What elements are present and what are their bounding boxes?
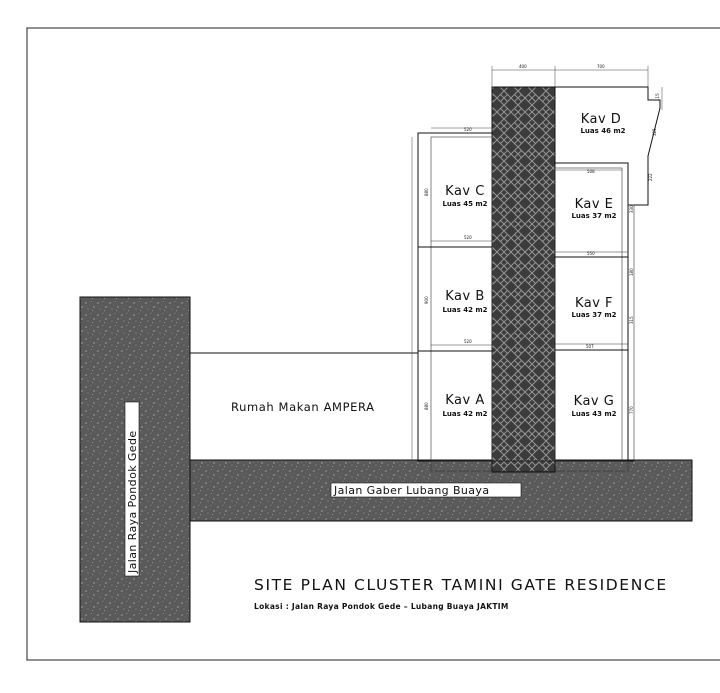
lot-g-name: Kav G [574,394,615,409]
neighbor-label: Rumah Makan AMPERA [231,400,375,414]
dim-g-top: 507 [586,344,594,349]
lot-g-area: Luas 43 m2 [571,410,616,418]
lots-right-column [554,86,661,462]
road-side-label: Jalan Gaber Lubang Buaya [333,484,489,497]
lot-b-name: Kav B [445,289,485,304]
front-setback [430,460,629,472]
lot-a-area: Luas 42 m2 [442,410,487,418]
dim-c-width: 520 [464,127,472,132]
page-title: SITE PLAN CLUSTER TAMINI GATE RESIDENCE [254,576,668,594]
dim-c-bottom: 520 [464,235,472,240]
dim-f-side-1: 180 [629,268,634,276]
lot-e-area: Luas 37 m2 [571,212,616,220]
dim-f-top: 550 [587,251,595,256]
road-main-label-bg [124,401,140,577]
dim-walkway-width: 400 [519,64,527,69]
lot-f-name: Kav F [575,296,613,311]
dim-b-height: 900 [424,296,429,304]
lot-c-name: Kav C [445,184,485,199]
lot-d-name: Kav D [581,112,622,127]
dim-c-height: 880 [424,188,429,196]
lot-c-area: Luas 45 m2 [442,200,487,208]
dim-e-side: 330 [629,205,634,213]
location-text: Lokasi : Jalan Raya Pondok Gede – Lubang… [254,602,509,611]
drawing-frame [26,27,720,661]
walkway-paving [491,86,556,473]
road-side-label-bg [330,482,522,498]
dim-f-side-2: 315 [629,316,634,324]
lot-b-area: Luas 42 m2 [442,306,487,314]
dim-g-side: 770 [629,406,634,414]
dim-d-side-1: 115 [655,93,660,101]
dim-b-bottom: 520 [464,339,472,344]
dimension-lines [411,66,663,461]
dim-a-height: 880 [424,402,429,410]
dim-d-width: 700 [597,64,605,69]
lot-d-area: Luas 46 m2 [580,127,625,135]
dim-e-width: 508 [587,169,595,174]
lot-f-area: Luas 37 m2 [571,311,616,319]
dim-d-side-2: 325 [652,128,657,136]
lot-e-name: Kav E [575,197,614,212]
lot-a-name: Kav A [445,393,484,408]
dim-d-side-3: 222 [648,173,653,181]
road-main-label: Jalan Raya Pondok Gede [126,430,139,574]
